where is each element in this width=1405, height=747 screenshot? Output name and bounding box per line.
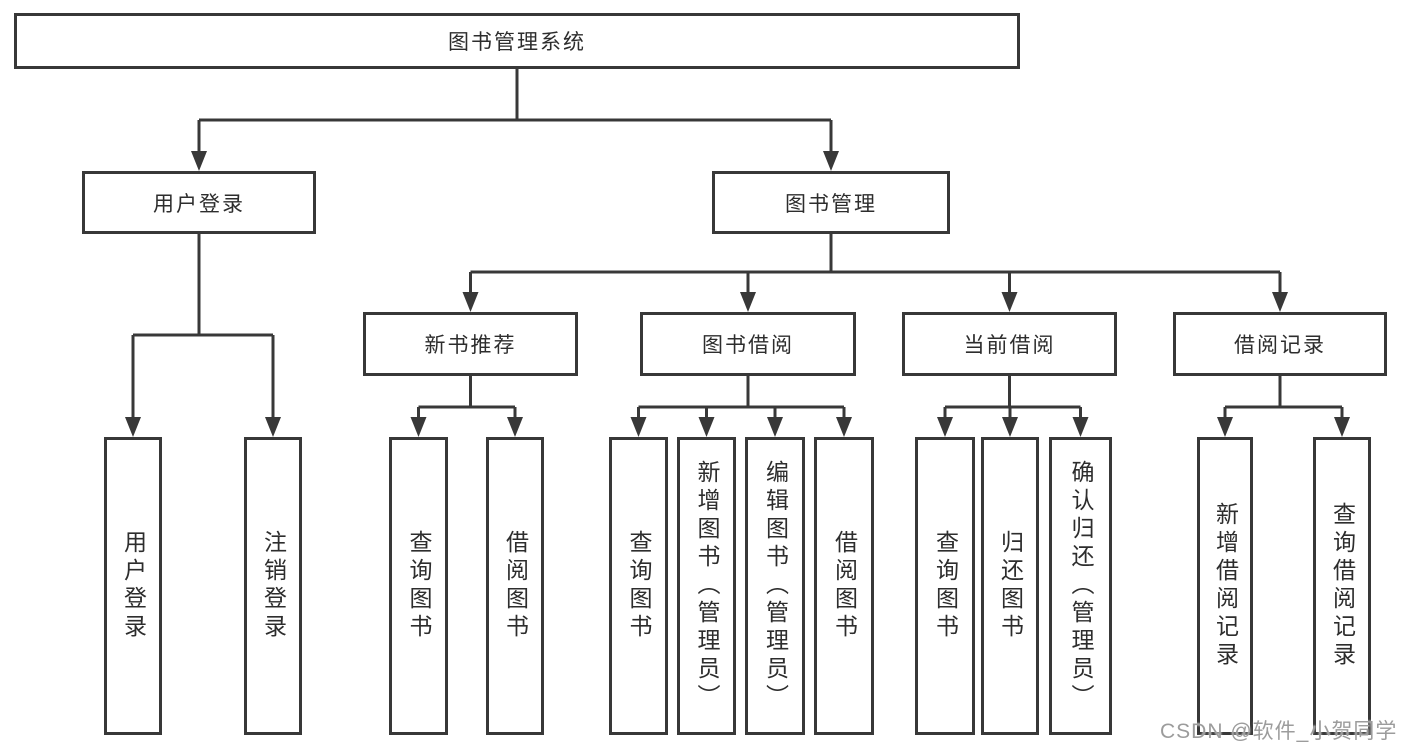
node-current-borrow: 当前借阅 — [902, 312, 1117, 376]
leaf-query-books-recommend: 查询图书 — [389, 437, 448, 735]
leaf-confirm-return-admin: 确认归还（管理员） — [1049, 437, 1112, 735]
node-label: 确认归还（管理员） — [1068, 460, 1094, 712]
arrowhead-icon — [191, 151, 207, 171]
leaf-borrow-books-recommend: 借阅图书 — [486, 437, 544, 735]
arrowhead-icon — [410, 417, 427, 437]
arrowhead-icon — [767, 417, 783, 437]
arrowhead-icon — [1072, 417, 1089, 437]
node-label: 当前借阅 — [963, 334, 1056, 357]
arrowhead-icon — [937, 417, 953, 437]
csdn-watermark: CSDN @软件_小贺同学 — [1160, 720, 1398, 743]
node-label: 借阅图书 — [831, 530, 858, 642]
arrowhead-icons — [125, 151, 1350, 437]
leaf-borrow-books: 借阅图书 — [814, 437, 874, 735]
leaf-return-books: 归还图书 — [981, 437, 1039, 735]
node-label: 注销登录 — [260, 530, 287, 642]
arrowhead-icon — [265, 417, 281, 437]
node-label: 查询借阅记录 — [1329, 502, 1356, 670]
arrowhead-icon — [125, 417, 141, 437]
node-label: 编辑图书（管理员） — [762, 460, 789, 712]
connector-paths — [131, 69, 1344, 421]
node-label: 查询图书 — [932, 530, 959, 642]
arrowhead-icon — [1272, 292, 1288, 312]
node-label: 归还图书 — [997, 530, 1024, 642]
leaf-query-books-current: 查询图书 — [915, 437, 975, 735]
arrowhead-icon — [1217, 417, 1233, 437]
leaf-query-books-borrow: 查询图书 — [609, 437, 668, 735]
node-library-management-system: 图书管理系统 — [14, 13, 1020, 69]
node-label: 借阅图书 — [502, 530, 529, 642]
arrowhead-icon — [630, 417, 647, 437]
node-label: 查询图书 — [626, 530, 652, 642]
arrowhead-icon — [1001, 292, 1018, 312]
node-book-borrow: 图书借阅 — [640, 312, 856, 376]
leaf-logout: 注销登录 — [244, 437, 302, 735]
node-label: 用户登录 — [153, 192, 245, 216]
node-borrow-records: 借阅记录 — [1173, 312, 1387, 376]
node-label: 用户登录 — [120, 530, 147, 642]
leaf-user-login: 用户登录 — [104, 437, 162, 735]
node-label: 新增图书（管理员） — [694, 460, 720, 712]
arrowhead-icon — [740, 292, 756, 312]
node-user-login: 用户登录 — [82, 171, 316, 234]
leaf-add-book-admin: 新增图书（管理员） — [677, 437, 736, 735]
arrowhead-icon — [823, 151, 839, 171]
leaf-add-borrow-record: 新增借阅记录 — [1197, 437, 1253, 735]
node-book-management: 图书管理 — [712, 171, 950, 234]
node-label: 借阅记录 — [1234, 334, 1326, 357]
node-label: 新增借阅记录 — [1212, 502, 1239, 670]
arrowhead-icon — [698, 417, 715, 437]
node-label: 查询图书 — [406, 530, 432, 642]
arrowhead-icon — [462, 292, 479, 312]
node-label: 图书借阅 — [702, 334, 794, 357]
node-label: 图书管理 — [785, 192, 877, 216]
arrowhead-icon — [836, 417, 852, 437]
arrowhead-icon — [1334, 417, 1350, 437]
leaf-edit-book-admin: 编辑图书（管理员） — [745, 437, 805, 735]
node-label: 新书推荐 — [424, 334, 517, 357]
node-label: 图书管理系统 — [448, 31, 586, 54]
arrowhead-icon — [507, 417, 523, 437]
leaf-query-borrow-record: 查询借阅记录 — [1313, 437, 1371, 735]
node-new-book-recommend: 新书推荐 — [363, 312, 578, 376]
arrowhead-icon — [1002, 417, 1018, 437]
